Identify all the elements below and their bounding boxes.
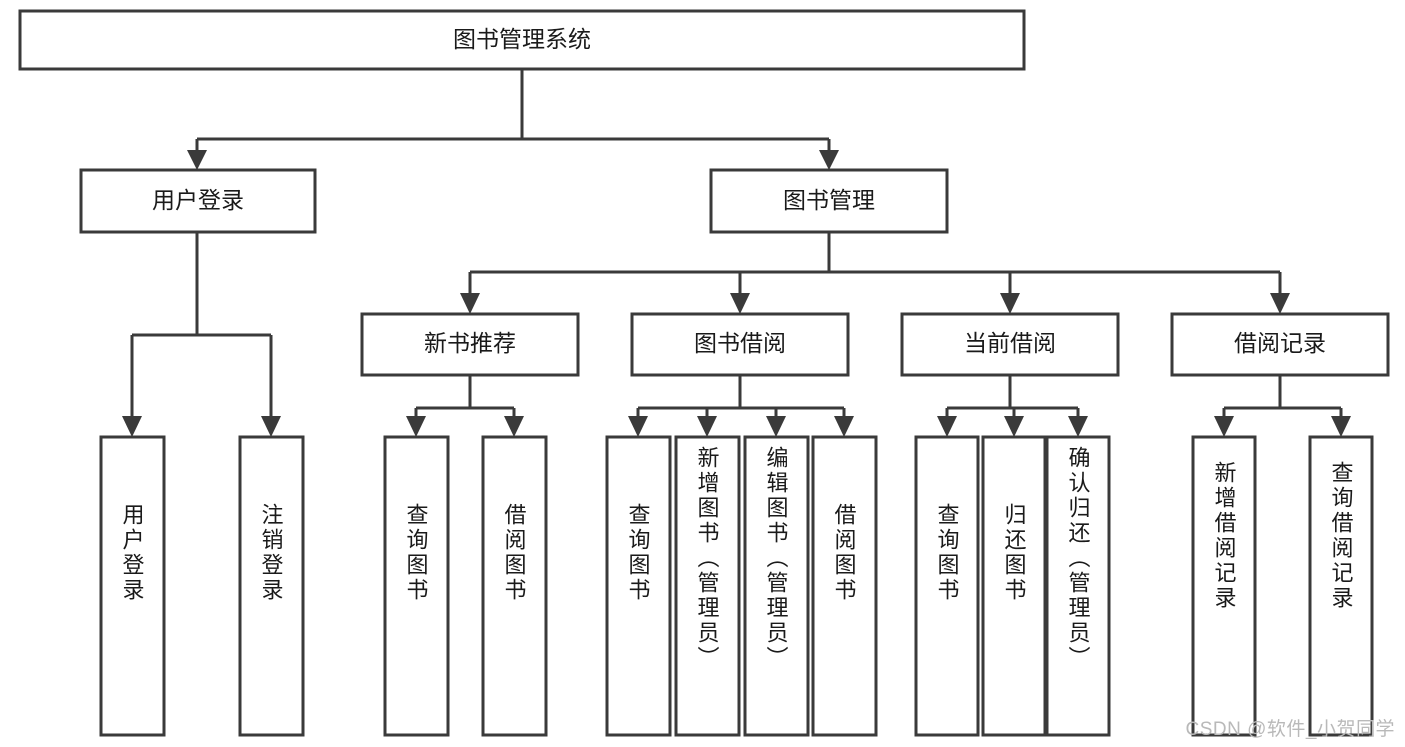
arrow-to-user-login [187,150,207,170]
leaf-return-book[interactable]: 归还图书 [981,435,1047,737]
book-borrow-box[interactable] [630,312,850,377]
borrow-record-box[interactable] [1170,312,1390,377]
arrow-to-book-borrow [730,293,750,314]
leaf-logout-login-label: 注销登录 [259,503,284,603]
book-manage-box[interactable] [709,168,949,234]
user-login-label: 用户登录 [152,187,244,213]
leaf-return-book-label: 归还图书 [1002,503,1027,603]
arrow-to-leaf-borrow-book-2 [834,416,854,437]
leaf-add-borrow-record-label: 新增借阅记录 [1212,461,1237,611]
arrow-to-leaf-add-book [697,416,717,437]
leaf-borrow-book-1[interactable]: 借阅图书 [481,435,548,737]
node-book-manage[interactable]: 图书管理 [709,168,949,234]
node-root[interactable]: 图书管理系统 [18,9,1026,71]
leaf-borrow-book-1-label: 借阅图书 [502,503,527,603]
leaf-query-book-1-box[interactable] [383,435,450,737]
node-book-borrow[interactable]: 图书借阅 [630,312,850,377]
arrow-to-current-borrow [1000,293,1020,314]
new-book-recommend-label: 新书推荐 [424,330,516,356]
node-new-book-recommend[interactable]: 新书推荐 [360,312,580,377]
leaf-borrow-book-2-box[interactable] [811,435,878,737]
arrow-to-new-book-recommend [460,293,480,314]
book-manage-label: 图书管理 [783,187,875,213]
leaf-edit-book-label: 编辑图书（管理员） [764,446,789,671]
leaf-add-borrow-record[interactable]: 新增借阅记录 [1191,435,1257,737]
leaf-logout-login[interactable]: 注销登录 [238,435,305,737]
new-book-recommend-box[interactable] [360,312,580,377]
leaf-query-book-3-label: 查询图书 [935,503,960,603]
root-label: 图书管理系统 [453,26,591,52]
connector-layer [122,69,1351,437]
leaf-borrow-book-2[interactable]: 借阅图书 [811,435,878,737]
arrow-to-leaf-add-borrow-record [1214,416,1234,437]
node-current-borrow[interactable]: 当前借阅 [900,312,1120,377]
leaf-edit-book-box[interactable] [743,435,810,737]
arrow-to-borrow-record [1270,293,1290,314]
user-login-box[interactable] [79,168,317,234]
leaf-edit-book[interactable]: 编辑图书（管理员） [743,435,810,737]
arrow-to-leaf-query-borrow-record [1331,416,1351,437]
leaf-confirm-return-box[interactable] [1045,435,1111,737]
current-borrow-box[interactable] [900,312,1120,377]
root-box[interactable] [18,9,1026,71]
leaf-add-book[interactable]: 新增图书（管理员） [674,435,741,737]
leaf-query-book-3-box[interactable] [914,435,980,737]
arrow-to-book-manage [819,150,839,170]
leaf-add-borrow-record-box[interactable] [1191,435,1257,737]
leaf-query-borrow-record-label: 查询借阅记录 [1329,461,1354,611]
leaf-user-login-label: 用户登录 [120,503,145,603]
arrow-to-leaf-user-login [122,416,142,437]
leaf-confirm-return-label: 确认归还（管理员） [1066,446,1091,671]
leaf-query-book-3[interactable]: 查询图书 [914,435,980,737]
arrow-to-leaf-edit-book [766,416,786,437]
leaf-query-book-2[interactable]: 查询图书 [605,435,672,737]
node-user-login[interactable]: 用户登录 [79,168,317,234]
borrow-record-label: 借阅记录 [1234,330,1326,356]
leaf-user-login-box[interactable] [99,435,166,737]
leaf-borrow-book-2-label: 借阅图书 [832,503,857,603]
leaf-user-login[interactable]: 用户登录 [99,435,166,737]
leaf-borrow-book-1-box[interactable] [481,435,548,737]
leaf-add-book-box[interactable] [674,435,741,737]
current-borrow-label: 当前借阅 [964,330,1056,356]
arrow-to-leaf-logout-login [261,416,281,437]
leaf-query-book-2-label: 查询图书 [626,503,651,603]
leaf-query-book-2-box[interactable] [605,435,672,737]
arrow-to-leaf-return-book [1004,416,1024,437]
leaf-query-book-1-label: 查询图书 [404,503,429,603]
leaf-confirm-return[interactable]: 确认归还（管理员） [1045,435,1111,737]
leaf-query-borrow-record-box[interactable] [1308,435,1374,737]
leaf-query-borrow-record[interactable]: 查询借阅记录 [1308,435,1374,737]
book-borrow-label: 图书借阅 [694,330,786,356]
arrow-to-leaf-confirm-return [1068,416,1088,437]
leaf-query-book-1[interactable]: 查询图书 [383,435,450,737]
leaf-add-book-label: 新增图书（管理员） [695,446,720,671]
leaf-return-book-box[interactable] [981,435,1047,737]
leaf-logout-login-box[interactable] [238,435,305,737]
arrow-to-leaf-query-book-3 [937,416,957,437]
arrow-to-leaf-query-book-2 [628,416,648,437]
arrow-to-leaf-query-book-1 [406,416,426,437]
node-borrow-record[interactable]: 借阅记录 [1170,312,1390,377]
arrow-to-leaf-borrow-book-1 [504,416,524,437]
